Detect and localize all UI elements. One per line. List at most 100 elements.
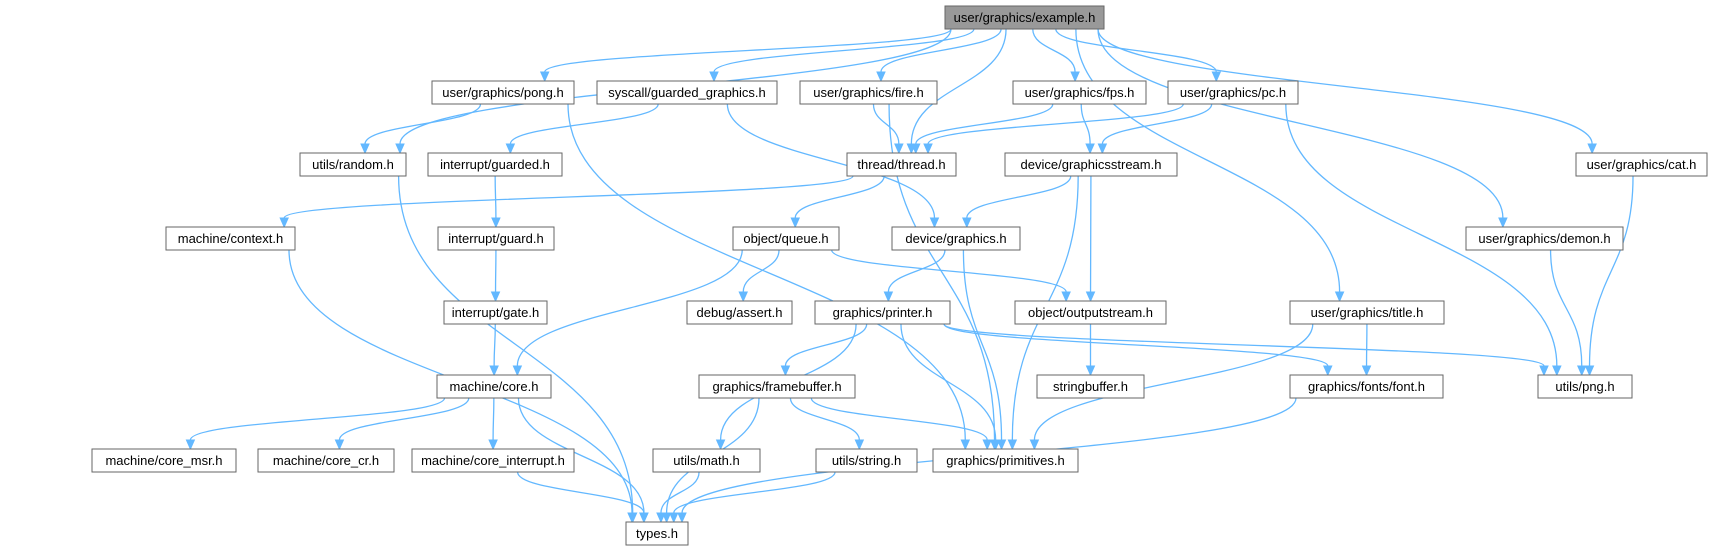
node-label-example: user/graphics/example.h bbox=[954, 10, 1096, 25]
node-fps[interactable]: user/graphics/fps.h bbox=[1012, 80, 1147, 105]
arrowhead-example-to-pong bbox=[539, 71, 550, 83]
node-box-gate bbox=[443, 300, 548, 325]
node-label-png: utils/png.h bbox=[1555, 379, 1614, 394]
node-box-core_interrupt bbox=[411, 448, 575, 473]
arrowhead-guard-to-gate bbox=[490, 291, 501, 303]
header-nodes: user/graphics/example.h user/graphics/pon… bbox=[91, 5, 1708, 546]
node-framebuffer[interactable]: graphics/framebuffer.h bbox=[698, 374, 856, 399]
edge-framebuffer-to-string bbox=[789, 397, 860, 441]
node-label-core_cr: machine/core_cr.h bbox=[273, 453, 379, 468]
edge-core-to-core_msr bbox=[189, 397, 446, 441]
node-random[interactable]: utils/random.h bbox=[299, 152, 407, 177]
node-label-assert: debug/assert.h bbox=[696, 305, 782, 320]
node-string[interactable]: utils/string.h bbox=[815, 448, 918, 473]
node-box-fps bbox=[1012, 80, 1147, 105]
node-pong[interactable]: user/graphics/pong.h bbox=[431, 80, 575, 105]
node-stringbuffer[interactable]: stringbuffer.h bbox=[1036, 374, 1145, 399]
node-outputstream[interactable]: object/outputstream.h bbox=[1014, 300, 1167, 325]
node-types[interactable]: types.h bbox=[625, 521, 689, 546]
node-title[interactable]: user/graphics/title.h bbox=[1289, 300, 1445, 325]
arrowhead-guarded_graphics-to-guarded bbox=[505, 143, 516, 155]
node-box-printer bbox=[814, 300, 951, 325]
node-box-pc bbox=[1167, 80, 1299, 105]
node-pc[interactable]: user/graphics/pc.h bbox=[1167, 80, 1299, 105]
arrowhead-graphicsstream-to-graphics bbox=[962, 217, 972, 229]
arrowhead-printer-to-math bbox=[715, 439, 726, 451]
node-core_interrupt[interactable]: machine/core_interrupt.h bbox=[411, 448, 575, 473]
node-box-guard bbox=[437, 226, 555, 251]
edge-pong-to-random bbox=[364, 103, 482, 145]
node-box-cat bbox=[1575, 152, 1708, 177]
node-font[interactable]: graphics/fonts/font.h bbox=[1289, 374, 1444, 399]
arrowhead-gate-to-core bbox=[489, 365, 499, 377]
node-assert[interactable]: debug/assert.h bbox=[686, 300, 793, 325]
node-box-primitives bbox=[932, 448, 1079, 473]
node-label-graphics: device/graphics.h bbox=[905, 231, 1006, 246]
arrowhead-core-to-core_msr bbox=[185, 439, 196, 451]
node-label-cat: user/graphics/cat.h bbox=[1587, 157, 1697, 172]
arrowhead-title-to-font bbox=[1361, 365, 1372, 377]
node-box-core_msr bbox=[91, 448, 237, 473]
node-primitives[interactable]: graphics/primitives.h bbox=[932, 448, 1079, 473]
node-context[interactable]: machine/context.h bbox=[165, 226, 296, 251]
edge-framebuffer-to-primitives bbox=[810, 397, 988, 441]
node-demon[interactable]: user/graphics/demon.h bbox=[1465, 226, 1624, 251]
node-graphicsstream[interactable]: device/graphicsstream.h bbox=[1004, 152, 1178, 177]
node-box-string bbox=[815, 448, 918, 473]
node-core[interactable]: machine/core.h bbox=[436, 374, 552, 399]
node-box-graphicsstream bbox=[1004, 152, 1178, 177]
node-core_msr[interactable]: machine/core_msr.h bbox=[91, 448, 237, 473]
arrowhead-string-to-types bbox=[668, 512, 679, 524]
node-printer[interactable]: graphics/printer.h bbox=[814, 300, 951, 325]
edge-core_interrupt-to-types bbox=[516, 471, 645, 514]
node-gate[interactable]: interrupt/gate.h bbox=[443, 300, 548, 325]
edge-cat-to-png bbox=[1588, 175, 1634, 367]
node-label-context: machine/context.h bbox=[178, 231, 284, 246]
node-thread[interactable]: thread/thread.h bbox=[846, 152, 957, 177]
node-label-guarded_graphics: syscall/guarded_graphics.h bbox=[608, 85, 766, 100]
node-box-assert bbox=[686, 300, 793, 325]
node-box-pong bbox=[431, 80, 575, 105]
node-queue[interactable]: object/queue.h bbox=[732, 226, 840, 251]
node-label-title: user/graphics/title.h bbox=[1311, 305, 1424, 320]
node-box-outputstream bbox=[1014, 300, 1167, 325]
node-fire[interactable]: user/graphics/fire.h bbox=[799, 80, 938, 105]
arrowhead-queue-to-core bbox=[512, 365, 523, 377]
arrowhead-framebuffer-to-string bbox=[854, 439, 865, 451]
node-math[interactable]: utils/math.h bbox=[652, 448, 761, 473]
node-guarded_graphics[interactable]: syscall/guarded_graphics.h bbox=[596, 80, 778, 105]
node-label-guard: interrupt/guard.h bbox=[448, 231, 543, 246]
edge-graphics-to-primitives bbox=[962, 249, 1003, 441]
edge-core-to-core_interrupt bbox=[492, 397, 495, 441]
arrowhead-example-to-guarded_graphics bbox=[709, 71, 719, 83]
edge-demon-to-png bbox=[1549, 249, 1583, 367]
arrowhead-thread-to-context bbox=[279, 217, 289, 229]
edge-guarded_graphics-to-guarded bbox=[509, 103, 659, 145]
arrowhead-pong-to-random bbox=[360, 143, 370, 155]
node-core_cr[interactable]: machine/core_cr.h bbox=[257, 448, 395, 473]
arrowhead-graphicsstream-to-outputstream bbox=[1085, 291, 1096, 303]
node-cat[interactable]: user/graphics/cat.h bbox=[1575, 152, 1708, 177]
node-guarded[interactable]: interrupt/guarded.h bbox=[427, 152, 563, 177]
node-label-pong: user/graphics/pong.h bbox=[442, 85, 563, 100]
edge-fps-to-graphicsstream bbox=[1080, 103, 1091, 145]
arrowhead-graphics-to-primitives bbox=[996, 439, 1007, 451]
node-guard[interactable]: interrupt/guard.h bbox=[437, 226, 555, 251]
arrowhead-graphics-to-printer bbox=[883, 291, 894, 303]
arrowhead-framebuffer-to-types bbox=[661, 512, 672, 524]
node-label-queue: object/queue.h bbox=[743, 231, 828, 246]
arrowhead-pong-to-primitives bbox=[960, 439, 971, 451]
node-box-guarded_graphics bbox=[596, 80, 778, 105]
node-label-string: utils/string.h bbox=[832, 453, 901, 468]
node-graphics[interactable]: device/graphics.h bbox=[891, 226, 1021, 251]
arrowhead-thread-to-queue bbox=[790, 217, 801, 229]
arrowhead-fire-to-thread bbox=[894, 143, 904, 155]
node-label-math: utils/math.h bbox=[673, 453, 739, 468]
arrowhead-outputstream-to-stringbuffer bbox=[1085, 365, 1096, 377]
arrowhead-core_interrupt-to-types bbox=[639, 512, 649, 524]
arrowhead-fps-to-thread bbox=[910, 143, 921, 155]
arrowhead-example-to-cat bbox=[1587, 143, 1597, 155]
node-png[interactable]: utils/png.h bbox=[1537, 374, 1633, 399]
arrowhead-graphicsstream-to-primitives bbox=[1007, 439, 1018, 451]
